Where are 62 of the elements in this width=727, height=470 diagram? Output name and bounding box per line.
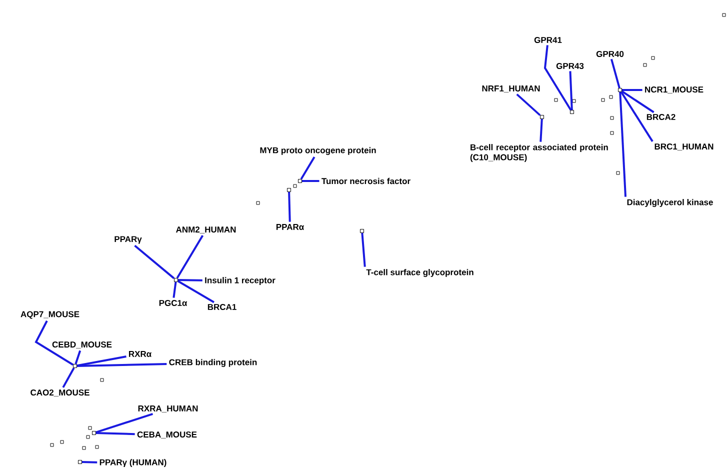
data-point — [73, 364, 77, 368]
protein-label: RXRA_HUMAN — [138, 406, 198, 412]
protein-label: GPR40 — [596, 51, 624, 57]
protein-label: CEBD_MOUSE — [52, 342, 112, 348]
leader-line — [620, 91, 654, 142]
protein-label: PPARγ (HUMAN) — [100, 459, 166, 467]
protein-label: PPARγ — [114, 236, 142, 244]
leader-line — [302, 180, 320, 182]
leader-line — [172, 282, 177, 298]
protein-label: BRC1_HUMAN — [654, 144, 714, 150]
leader-line — [361, 232, 366, 267]
protein-label: MYB proto oncogene protein — [260, 147, 376, 155]
leader-line — [82, 461, 98, 464]
leader-line — [178, 279, 202, 282]
protein-label: Diacylglycerol kinase — [627, 199, 713, 207]
data-point — [618, 88, 622, 92]
leader-line — [540, 118, 543, 142]
protein-label: ANM2_HUMAN — [176, 226, 236, 234]
protein-label: B-cell receptor associated protein (C10_MOUSE) — [470, 144, 608, 162]
protein-label: CREB binding protein — [169, 359, 257, 367]
protein-label: CAO2_MOUSE — [30, 390, 90, 396]
protein-label: BRCA2 — [646, 114, 676, 120]
leader-line — [176, 235, 204, 278]
leader-line — [619, 92, 627, 197]
leader-line — [76, 363, 167, 367]
leader-line — [569, 71, 573, 110]
protein-label: PGC1α — [159, 300, 188, 306]
protein-label: PPARα — [276, 224, 304, 230]
leader-line — [516, 94, 541, 116]
data-point — [287, 188, 291, 192]
protein-label: BRCA1 — [208, 304, 236, 310]
leader-line — [300, 156, 316, 180]
protein-label: Insulin 1 receptor — [205, 277, 276, 285]
leader-line — [621, 90, 654, 114]
leader-line — [622, 89, 642, 91]
leader-line — [74, 350, 82, 364]
protein-label: RXRα — [129, 351, 152, 357]
leader-line — [610, 58, 620, 88]
leader-line — [76, 356, 126, 367]
protein-label: AQP7_MOUSE — [20, 311, 80, 319]
leader-line — [96, 413, 154, 434]
protein-label: NCR1_MOUSE — [645, 86, 704, 94]
data-point — [92, 431, 96, 435]
data-point — [360, 229, 364, 233]
data-point — [174, 278, 178, 282]
protein-label: CEBA_MOUSE — [137, 432, 197, 438]
leader-line — [178, 280, 214, 304]
leader-line — [134, 244, 175, 280]
protein-label: GPR43 — [556, 62, 584, 69]
protein-label: T-cell surface glycoprotein — [366, 269, 474, 277]
protein-label: GPR41 — [534, 37, 562, 43]
leader-line — [288, 192, 291, 222]
data-point — [298, 179, 302, 183]
protein-label: Tumor necrosis factor — [322, 178, 410, 184]
leader-line — [96, 432, 135, 436]
leader-line — [34, 320, 74, 366]
leader-line — [62, 368, 75, 388]
protein-label: NRF1_HUMAN — [482, 86, 540, 92]
data-point — [540, 115, 544, 119]
data-point — [78, 460, 82, 464]
leader-line — [544, 45, 572, 111]
data-point — [570, 110, 574, 114]
